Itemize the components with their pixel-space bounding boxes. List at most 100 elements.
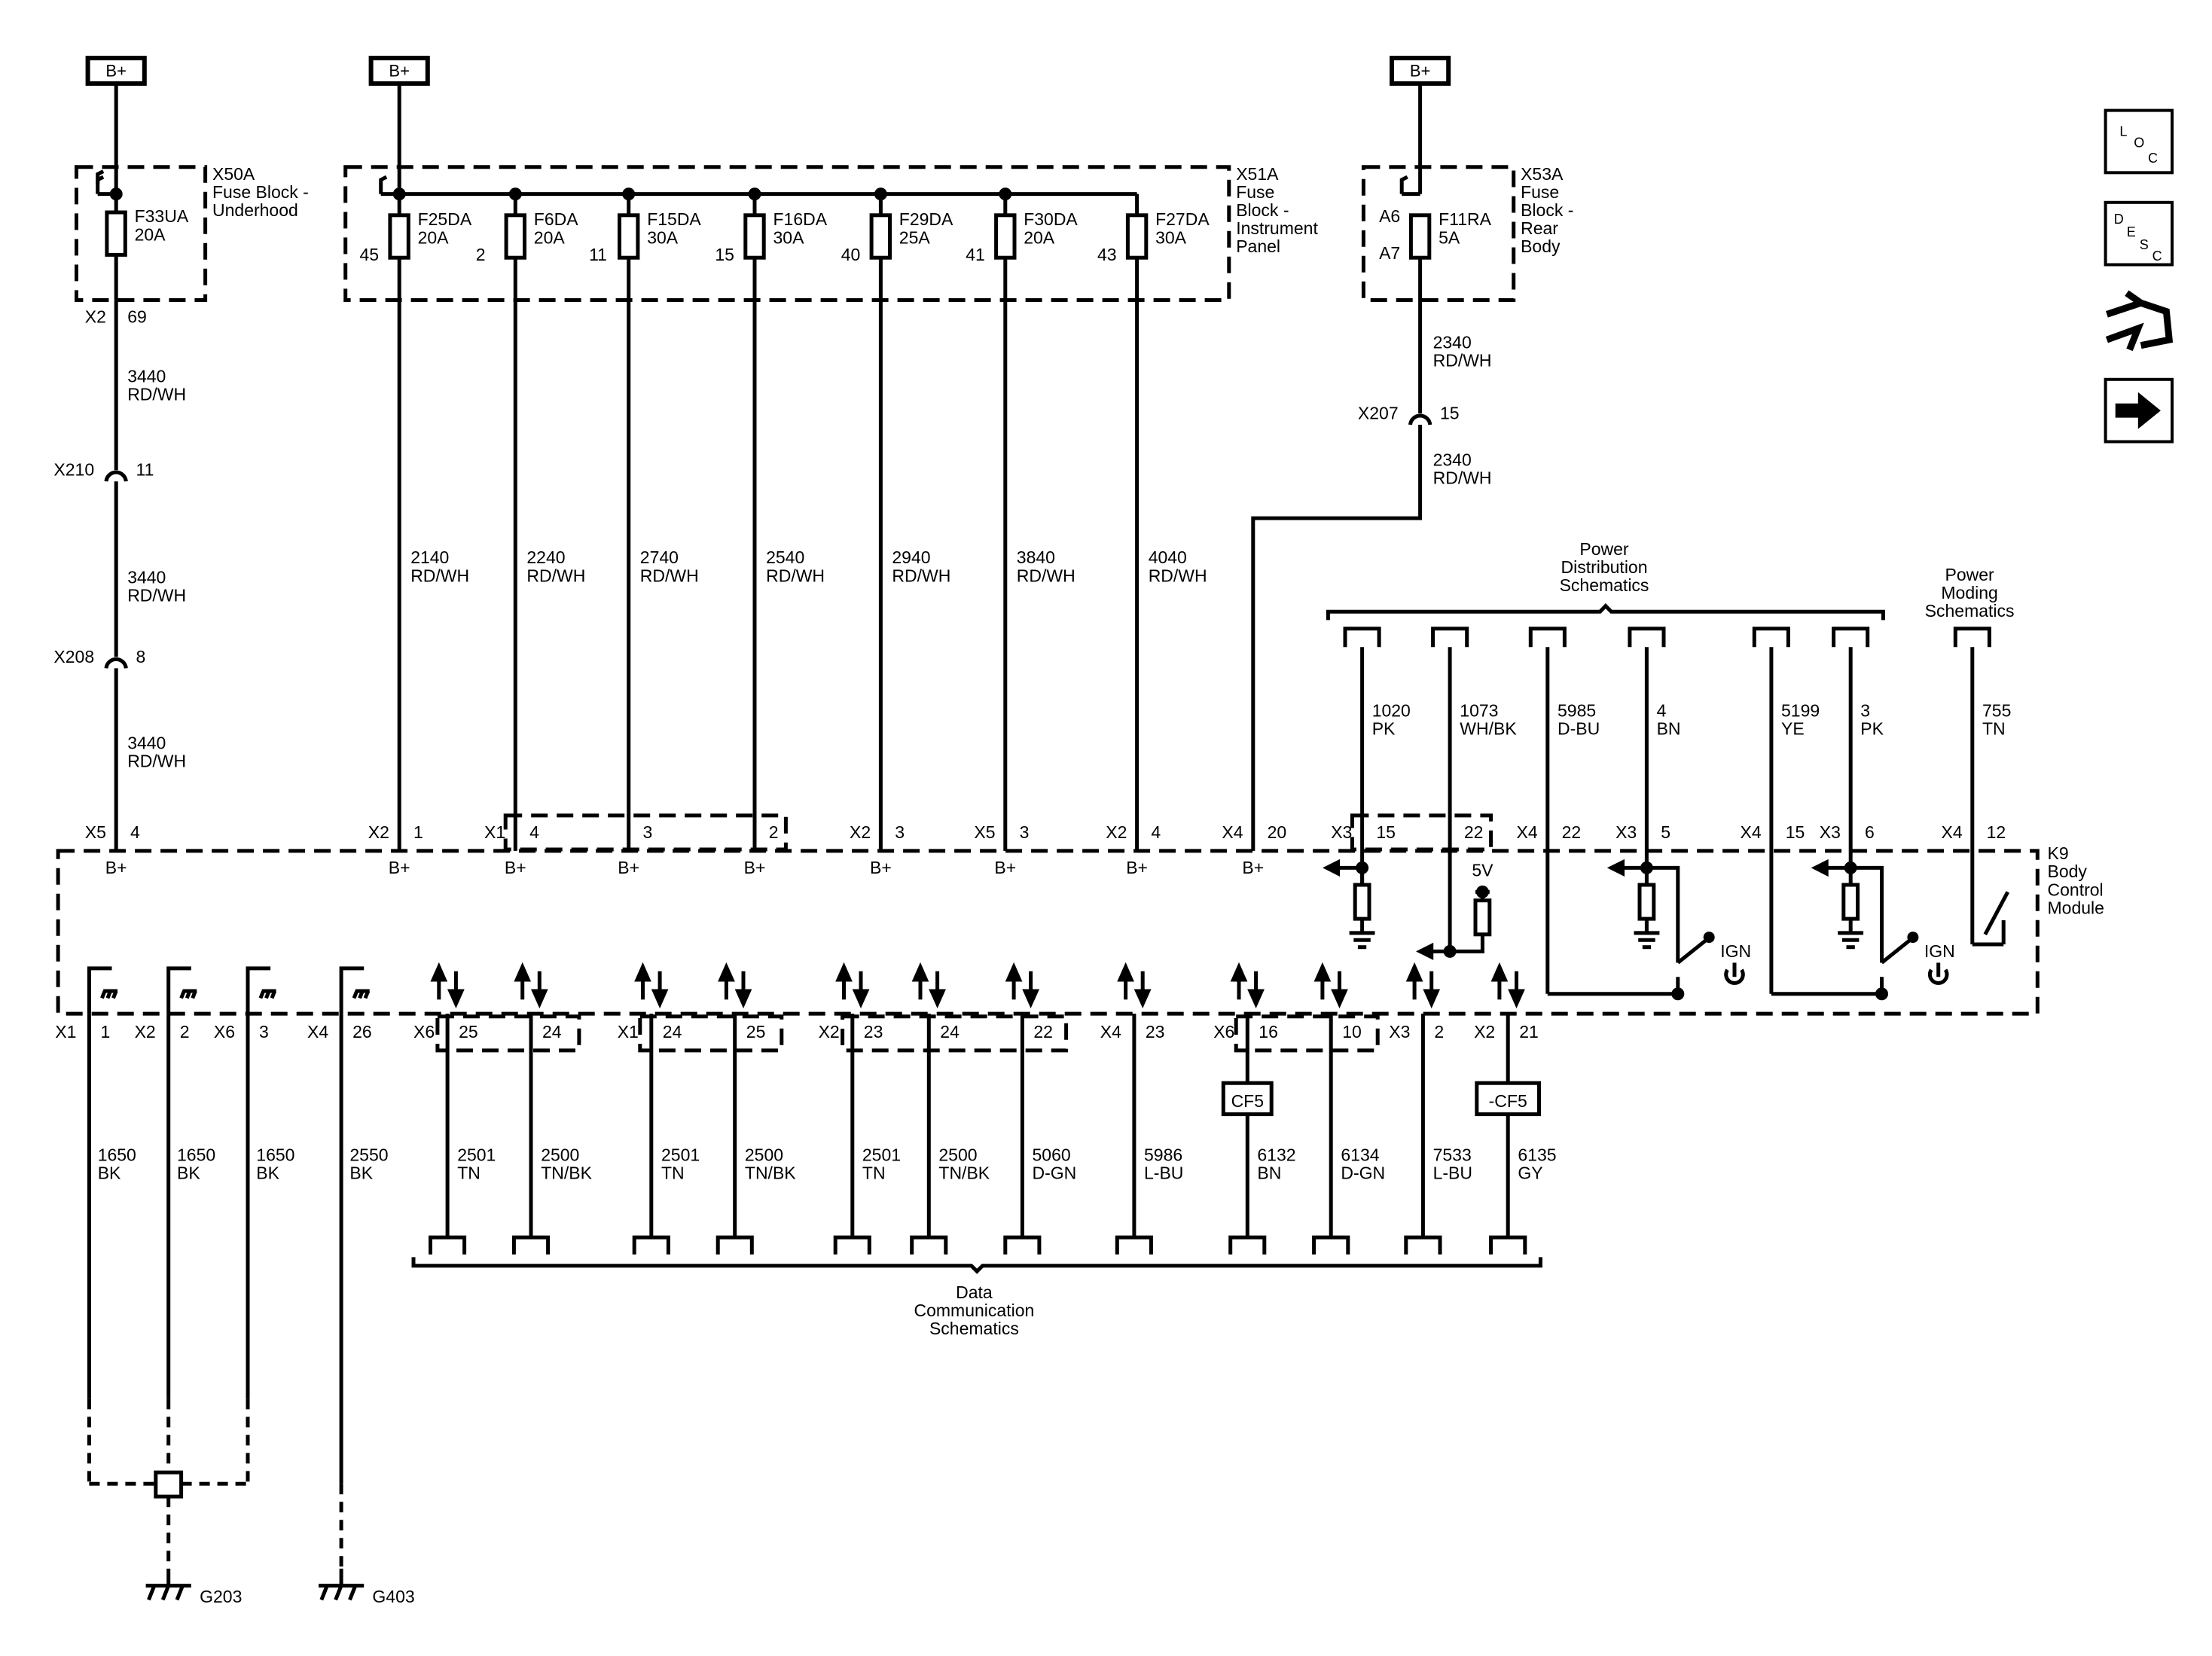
wire-circuit-label: 4040	[1149, 547, 1187, 567]
wire-circuit-label: TN/BK	[745, 1163, 796, 1183]
bplus-pin-label: B+	[389, 858, 410, 877]
switch-contact	[1703, 932, 1715, 944]
conn-label: X4	[307, 1022, 328, 1041]
inline-connector-x208-id: X208	[53, 647, 94, 666]
bidir-arrow-icon	[514, 962, 532, 982]
wire-circuit-label: 2550	[349, 1145, 388, 1165]
fuse-pin-label: 40	[841, 245, 861, 264]
splice-pack	[154, 1470, 184, 1499]
bidir-arrow-icon	[1405, 962, 1423, 982]
wire-circuit-label: BN	[1657, 718, 1681, 738]
conn-label: X2	[135, 1022, 156, 1041]
fuse-f27da-amp: 30A	[1155, 227, 1187, 247]
ign-switch	[1677, 938, 1707, 965]
pin-label: 4	[130, 822, 140, 842]
fuse-pin-label: 2	[476, 245, 486, 264]
fuse-block-x53a-label: Block -	[1521, 200, 1573, 220]
bidir-arrow-icon	[634, 962, 651, 982]
pin-label: 1	[101, 1022, 111, 1041]
pin-label: 4	[1151, 822, 1161, 842]
bidir-arrow-icon	[911, 962, 929, 982]
power-icon	[1927, 968, 1949, 985]
conn-label: X1	[484, 822, 505, 842]
fuse-f16da	[743, 213, 766, 260]
power-moding-label: Moding	[1941, 583, 1997, 602]
pin-label: 16	[1259, 1022, 1278, 1041]
fuse-pin-label: 11	[589, 245, 607, 264]
data-communication-label: Communication	[914, 1301, 1035, 1320]
wire-circuit-label: PK	[1860, 718, 1884, 738]
fuse-f11ra-amp: 5A	[1439, 227, 1460, 247]
wire-circuit-label: PK	[1372, 718, 1396, 738]
cf-label: CF5	[1231, 1091, 1264, 1111]
loc-icon[interactable]	[2104, 108, 2174, 175]
harness-icon[interactable]	[2105, 290, 2174, 352]
conn-label: X4	[1942, 822, 1963, 842]
wire-circuit-label: RD/WH	[526, 566, 585, 585]
cf-label: -CF5	[1489, 1091, 1527, 1111]
fuse-block-x51a-label: X51A	[1236, 164, 1279, 184]
wire-circuit-label: 2501	[457, 1145, 496, 1165]
module-k9-label: Control	[2048, 880, 2104, 899]
bidir-arrow-icon	[447, 989, 465, 1009]
fuse-f27da-id: F27DA	[1155, 209, 1210, 229]
pin-label: 25	[746, 1022, 766, 1041]
wire	[1771, 977, 1884, 996]
wire-circuit-label: 3	[1860, 700, 1870, 720]
pin-label: 22	[1562, 822, 1582, 842]
fuse-block-x53a-label: Rear	[1521, 218, 1558, 238]
wire-circuit-label: TN/BK	[938, 1163, 990, 1183]
wire-circuit-label: 2140	[410, 547, 449, 567]
conn-label: X6	[1213, 1022, 1234, 1041]
next-arrow-icon[interactable]	[2115, 392, 2161, 429]
conn-label: X3	[1331, 822, 1352, 842]
wire-circuit-label: TN	[661, 1163, 685, 1183]
fuse-block-x50a-label: Underhood	[212, 200, 298, 220]
fuse-f25da-id: F25DA	[418, 209, 472, 229]
fuse-f25da-amp: 20A	[418, 227, 450, 247]
fuse-f6da-id: F6DA	[534, 209, 578, 229]
ground-icon	[111, 990, 118, 999]
wire-3440-label: RD/WH	[127, 586, 186, 605]
wire-circuit-label: 2740	[640, 547, 679, 567]
ground-g403-label: G403	[372, 1587, 414, 1606]
bplus-pin-label: B+	[870, 858, 892, 877]
wire-3440-label: 3440	[127, 367, 166, 386]
pin-label: 24	[542, 1022, 562, 1041]
data-communication-bracket	[411, 1257, 1542, 1274]
connector-group-x3-top	[1350, 813, 1493, 852]
bplus-pin-label: B+	[1242, 858, 1264, 877]
wire-terminal	[1752, 627, 1790, 648]
ground-g403	[334, 1584, 343, 1601]
fuse-terminal-mark	[379, 175, 388, 194]
splice-dot	[1443, 944, 1457, 958]
desc-icon[interactable]	[2104, 200, 2174, 267]
connector-group-x1-top	[503, 813, 788, 852]
ign-label: IGN	[1924, 941, 1955, 961]
ign-label: IGN	[1720, 941, 1751, 961]
wire-circuit-label: 5985	[1558, 700, 1596, 720]
conn-label: X6	[214, 1022, 235, 1041]
pin-label: 22	[1033, 1022, 1053, 1041]
loc-icon: L	[2119, 124, 2127, 139]
bidir-arrow-icon	[929, 989, 946, 1009]
wire-2340-label: RD/WH	[1433, 351, 1492, 371]
bplus-source-3	[1390, 56, 1451, 86]
module-k9-body-control	[56, 849, 2040, 1016]
fuse-f11ra	[1408, 213, 1432, 260]
supply-5v-label: 5V	[1472, 861, 1493, 880]
wire-circuit-label: D-GN	[1341, 1163, 1385, 1183]
bidir-arrow-icon	[1490, 962, 1509, 982]
conn-label: X3	[1820, 822, 1841, 842]
wire	[87, 966, 112, 1014]
next-arrow-icon[interactable]	[2104, 377, 2174, 444]
wire-circuit-label: 1020	[1372, 700, 1411, 720]
wire-terminal	[1228, 1235, 1267, 1255]
wire-circuit-label: 2240	[526, 547, 565, 567]
wire-2340-label: 2340	[1433, 333, 1472, 352]
wire-terminal	[632, 1235, 670, 1255]
connector-group-x1-bottom	[638, 1014, 784, 1053]
fuse-block-x51a-label: Block -	[1236, 200, 1289, 220]
fuse-pin-label: 43	[1097, 245, 1117, 264]
ground-g403	[319, 1584, 329, 1601]
